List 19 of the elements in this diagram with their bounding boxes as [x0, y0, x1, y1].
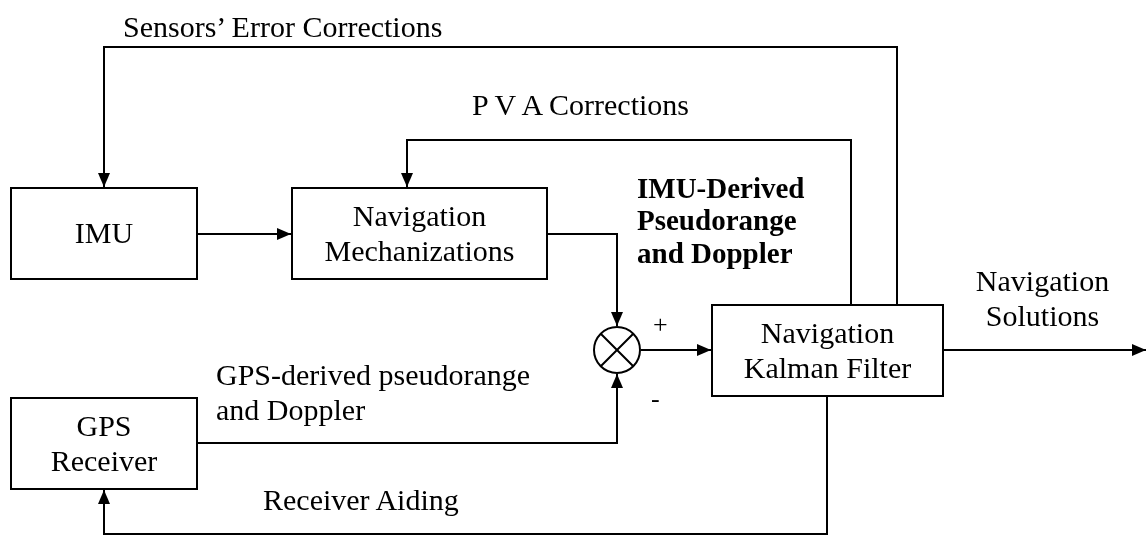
arrow	[401, 139, 852, 305]
process-box	[711, 304, 944, 397]
box-label: IMU	[73, 216, 135, 251]
summing-junction	[593, 326, 641, 374]
arrow	[943, 344, 1147, 356]
arrow	[547, 233, 623, 327]
sign-label: -	[651, 384, 660, 414]
process-box	[291, 187, 548, 280]
arrow	[640, 344, 712, 356]
box-label: GPS Receiver	[49, 409, 159, 478]
process-box	[10, 187, 198, 280]
process-box	[10, 397, 198, 490]
box-label: Navigation Mechanizations	[323, 199, 516, 268]
arrow	[98, 396, 828, 535]
sign-label: +	[653, 310, 668, 340]
arrow	[98, 46, 898, 305]
arrow	[197, 228, 292, 240]
arrow	[197, 373, 623, 444]
box-label: Navigation Kalman Filter	[742, 316, 913, 385]
